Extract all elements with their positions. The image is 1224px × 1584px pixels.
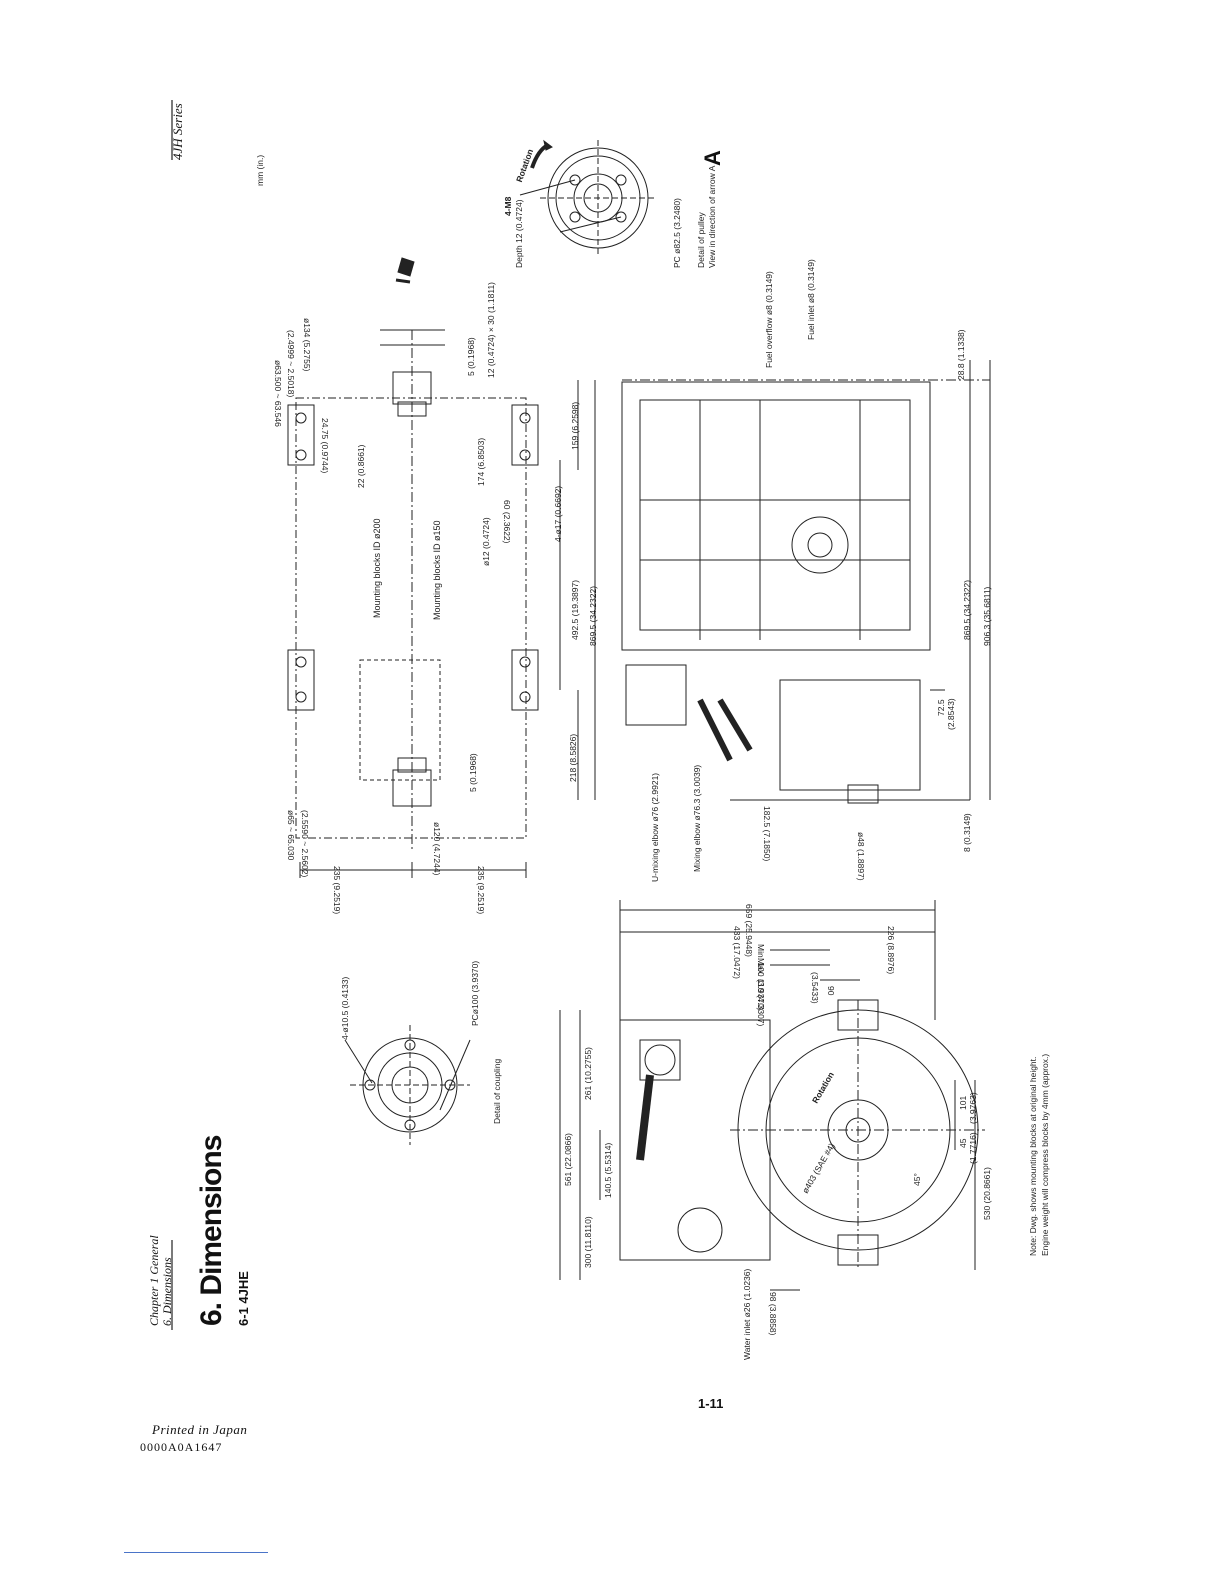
side-view-drawing (621, 360, 991, 804)
pulley-caption-2: View in direction of arrow A (707, 165, 717, 268)
plan-dim-3: ø134 (5.2755) (302, 318, 312, 372)
plan-dim-14: 869.5 (34.2322) (588, 585, 598, 646)
mounting-blocks-150: Mounting blocks ID ø150 (432, 520, 442, 620)
plan-dim-18: (2.5590 ~ 2.5602) (300, 810, 310, 878)
units-label: mm (in.) (255, 154, 265, 186)
arrow-a-marker (395, 257, 415, 284)
plan-dim-20: 235 (9.2519) (332, 866, 342, 915)
front-dim-98: 98 (3.8858) (768, 1292, 778, 1336)
pulley-depth-label: Depth 12 (0.4724) (514, 199, 524, 268)
plan-dim-2: (2.4999 ~ 2.5018) (286, 330, 296, 398)
front-dim-15: (1.7716) (968, 1132, 978, 1164)
plan-dim-17: ø65 ~ 65.030 (286, 810, 296, 861)
front-dim-2: 433 (17.0472) (732, 926, 742, 979)
plan-dim-4: 24.75 (0.9744) (320, 418, 330, 474)
page-number: 1-11 (698, 1396, 724, 1411)
front-dim-12: 101 (958, 1095, 968, 1110)
plan-dim-1: ø63.500 ~ 63.546 (273, 360, 283, 427)
plan-dim-7: 12 (0.4724) × 30 (1.1811) (486, 281, 496, 378)
side-dim-3: 906.3 (35.6811) (982, 586, 992, 646)
front-dim-17: 45° (912, 1173, 922, 1186)
mixing-elbow-label: Mixing elbow ø76.3 (3.0039) (692, 764, 702, 872)
page-subtitle: 6-1 4JHE (236, 1271, 251, 1326)
side-dim-8: 8 (0.3149) (962, 813, 972, 852)
side-dim-1: 28.8 (1.1338) (956, 329, 966, 380)
series-label: 4JH Series (170, 103, 185, 160)
pulley-detail-drawing (519, 139, 656, 256)
front-dim-1: 659 (25.9448) (744, 904, 754, 957)
fuel-inlet-label: Fuel inlet ø8 (0.3149) (806, 259, 816, 340)
footer-link-underline (124, 1552, 268, 1553)
plan-view-drawing (287, 329, 596, 878)
side-dim-2: 869.5 (34.2322) (962, 579, 972, 640)
fuel-overflow-label: Fuel overflow ø8 (0.3149) (764, 271, 774, 368)
front-dim-6: 90 (826, 986, 836, 996)
plan-dim-21: 235 (9.2519) (476, 866, 486, 915)
side-dim-5: (2.8543) (946, 698, 956, 730)
footer-printed: Printed in Japan (152, 1422, 248, 1437)
plan-dim-19: ø120 (4.7244) (432, 822, 442, 876)
front-view-drawing (559, 900, 985, 1291)
plan-dim-15: 218 (8.5826) (568, 733, 578, 782)
note-line-1: Note: Dwg. shows mounting blocks at orig… (1028, 1056, 1038, 1256)
front-dim-14: 45 (958, 1138, 968, 1148)
footer-code: 0000A0A1647 (140, 1440, 223, 1454)
note-line-2: Engine weight will compress blocks by 4m… (1040, 1053, 1050, 1256)
section-label: 6. Dimensions (160, 1257, 174, 1326)
side-dim-7: ø48 (1.8897) (856, 832, 866, 881)
coupling-caption: Detail of coupling (492, 1058, 502, 1124)
page-title: 6. Dimensions (195, 1135, 228, 1326)
pulley-thread-label: 4-M8 (503, 196, 513, 216)
pulley-caption-1: Detail of pulley (696, 212, 706, 268)
mounting-blocks-200: Mounting blocks ID ø200 (372, 518, 382, 618)
plan-dim-16: 5 (0.1968) (468, 753, 478, 792)
plan-dim-8: 174 (6.8503) (476, 437, 486, 486)
front-dim-5: Max. 110 (4.3307) (756, 958, 766, 1027)
plan-dim-13: 492.5 (19.3897) (570, 579, 580, 640)
coupling-detail-drawing (344, 1025, 471, 1145)
plan-dim-9: ø12 (0.4724) (481, 517, 491, 566)
side-dim-6: 182.5 (7.1850) (762, 806, 772, 862)
coupling-holes-label: 4-ø10.5 (0.4133) (340, 976, 350, 1040)
front-dim-10: 140.5 (5.5314) (603, 1142, 613, 1198)
plan-dim-5: 22 (0.8661) (356, 444, 366, 488)
u-mixing-elbow-label: U-mixing elbow ø76 (2.9921) (650, 772, 660, 882)
plan-dim-10: 60 (2.3622) (502, 500, 512, 544)
front-dim-11: 300 (11.8110) (583, 1216, 593, 1268)
plan-dim-12: 159 (6.2598) (570, 401, 580, 450)
plan-dim-11: 4-ø17 (0.6692) (553, 485, 563, 542)
coupling-pc-label: PCø100 (3.9370) (470, 960, 480, 1026)
pulley-pc-label: PC ø82.5 (3.2480) (672, 198, 682, 268)
front-dim-7: (3.5433) (810, 972, 820, 1004)
water-inlet-label: Water inlet ø26 (1.0236) (742, 1268, 752, 1360)
front-dim-13: (3.9763) (968, 1092, 978, 1124)
side-dim-4: 72.5 (936, 699, 946, 716)
plan-dim-6: 5 (0.1968) (466, 337, 476, 376)
front-dim-9: 261 (10.2755) (583, 1047, 593, 1100)
front-dim-8: 561 (22.0866) (563, 1133, 573, 1186)
front-dim-3: 226 (8.8976) (886, 926, 896, 975)
front-dim-16: 530 (20.8661) (982, 1167, 992, 1220)
pulley-arrow-a: A (700, 150, 725, 166)
